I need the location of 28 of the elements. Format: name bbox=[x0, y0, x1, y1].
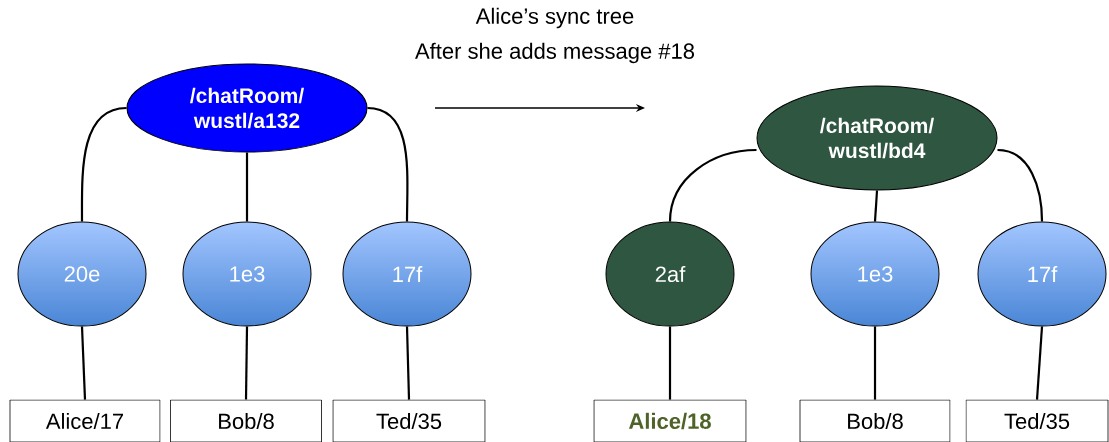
message-box: Bob/8 bbox=[170, 399, 322, 442]
message-box: Ted/35 bbox=[332, 399, 486, 442]
tree-branch bbox=[367, 106, 409, 222]
hash-node: 17f bbox=[342, 221, 472, 327]
tree-branch bbox=[244, 326, 249, 400]
message-box: Alice/18 bbox=[593, 399, 747, 442]
tree-branch bbox=[80, 326, 87, 400]
tree-branch bbox=[873, 190, 879, 222]
tree-branch bbox=[873, 326, 877, 400]
hash-node: 1e3 bbox=[810, 221, 940, 327]
root-node: /chatRoom/ wustl/a132 bbox=[126, 63, 368, 153]
tree-branch bbox=[997, 148, 1044, 222]
message-box: Ted/35 bbox=[965, 399, 1109, 442]
hash-node: 2af bbox=[605, 221, 735, 327]
hash-node: 20e bbox=[17, 221, 147, 327]
tree-branch bbox=[405, 326, 411, 400]
root-node: /chatRoom/ wustl/bd4 bbox=[756, 85, 998, 191]
tree-branch bbox=[668, 326, 672, 400]
tree-branch bbox=[1035, 326, 1044, 400]
tree-branch bbox=[80, 106, 127, 222]
title: Alice’s sync tree bbox=[475, 7, 634, 29]
hash-node: 17f bbox=[977, 221, 1107, 327]
hash-node: 1e3 bbox=[182, 221, 312, 327]
tree-branch bbox=[245, 152, 249, 222]
message-box: Bob/8 bbox=[799, 399, 951, 442]
message-box: Alice/17 bbox=[9, 399, 161, 442]
subtitle: After she adds message #18 bbox=[415, 42, 695, 64]
tree-branch bbox=[668, 148, 757, 222]
